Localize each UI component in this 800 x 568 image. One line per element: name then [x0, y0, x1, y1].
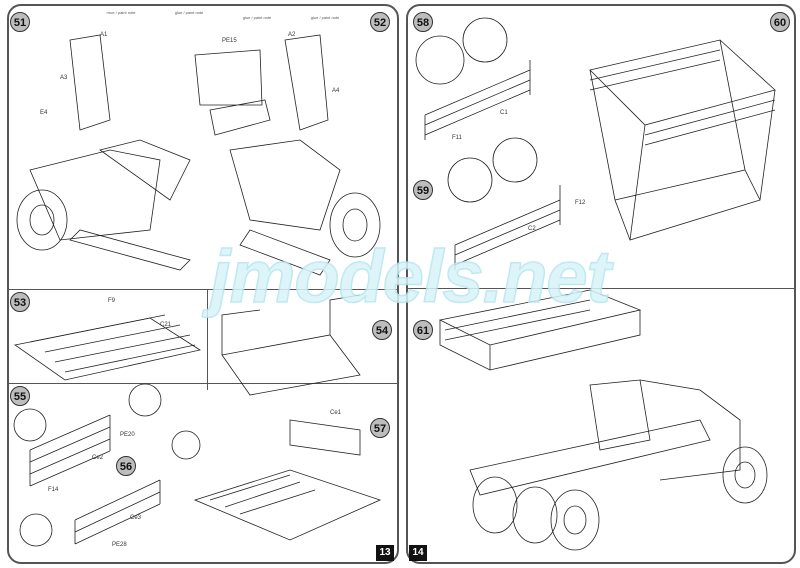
step-54: 54	[372, 320, 392, 340]
header-note: glue / paint note	[174, 10, 204, 15]
divider	[207, 290, 208, 390]
left-page	[7, 4, 399, 564]
part-label: F11	[452, 135, 462, 141]
part-label: A3	[60, 75, 68, 81]
page-number: 14	[409, 545, 427, 561]
part-label: C2	[528, 226, 536, 232]
part-label: Ce2	[92, 455, 104, 461]
part-label: PE15	[222, 38, 237, 44]
watermark: jmodels.net	[209, 235, 612, 318]
divider	[9, 289, 397, 290]
header-note: глue / paint note	[106, 10, 136, 15]
header-note: glue / paint note	[242, 15, 272, 20]
right-page	[406, 4, 796, 564]
part-label: C21	[160, 322, 172, 328]
step-53: 53	[10, 292, 30, 312]
step-57: 57	[370, 418, 390, 438]
step-58: 58	[413, 12, 433, 32]
part-label: F14	[48, 487, 59, 493]
step-51: 51	[10, 12, 30, 32]
divider	[9, 383, 397, 384]
part-label: Ce3	[130, 515, 142, 521]
divider	[408, 288, 794, 289]
part-label: A2	[288, 32, 296, 38]
page-number: 13	[376, 545, 394, 561]
part-label: A4	[332, 88, 340, 94]
part-label: PE20	[120, 432, 135, 438]
step-52: 52	[370, 12, 390, 32]
part-label: E4	[40, 110, 48, 116]
part-label: Ce1	[330, 410, 342, 416]
step-59: 59	[413, 180, 433, 200]
part-label: C1	[500, 110, 508, 116]
step-56: 56	[116, 456, 136, 476]
step-55: 55	[10, 386, 30, 406]
part-label: PE28	[112, 542, 127, 548]
step-61: 61	[413, 320, 433, 340]
part-label: F9	[108, 298, 116, 304]
step-60: 60	[770, 12, 790, 32]
part-label: A1	[100, 32, 108, 38]
header-note: glue / paint note	[310, 15, 340, 20]
part-label: F12	[575, 200, 586, 206]
